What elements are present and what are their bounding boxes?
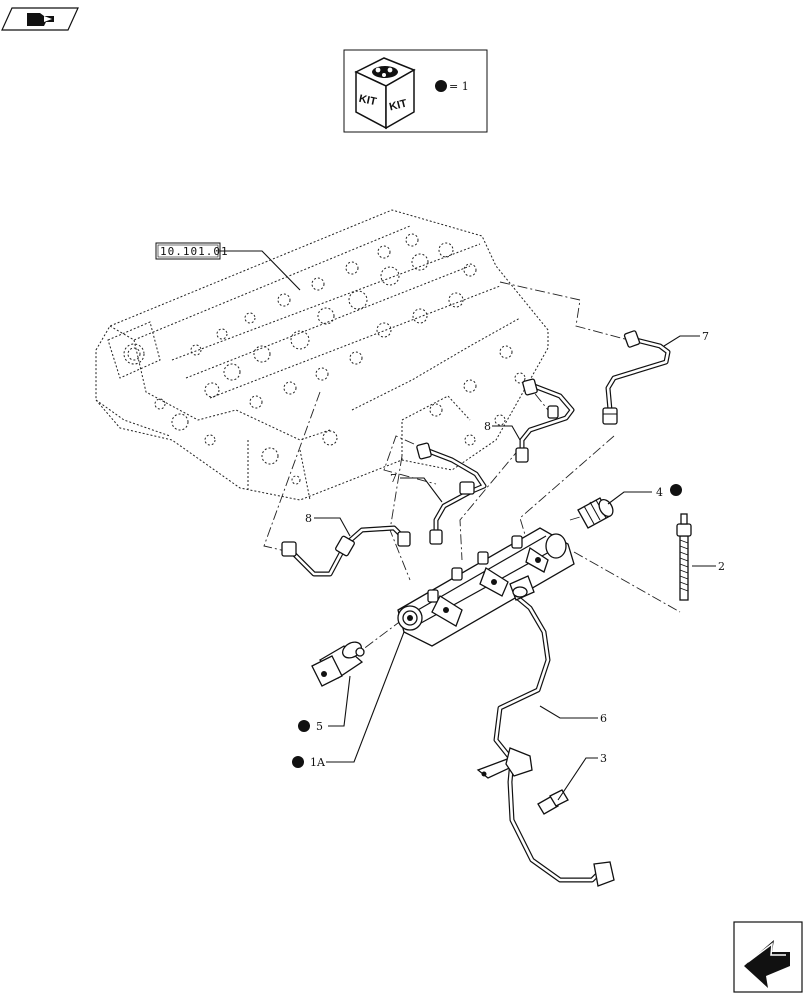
kit-legend-box: KIT KIT = 1 (343, 49, 488, 133)
book-navigation-icon[interactable] (1, 7, 79, 31)
fuel-pipe-8-left[interactable] (281, 525, 411, 577)
callout-8-top[interactable]: 8 (484, 420, 491, 433)
fuel-pipe-7-top[interactable] (602, 330, 671, 425)
callout-2[interactable]: 2 (718, 560, 725, 573)
pressure-valve-4[interactable] (577, 497, 616, 529)
fuel-pipe-7-mid[interactable] (416, 442, 487, 545)
reference-label-text: 10.101.01 (160, 245, 229, 258)
stud-bolt-2[interactable] (676, 513, 692, 601)
reference-label-box[interactable]: 10.101.01 (155, 242, 229, 260)
kit-bullet-icon-5 (298, 720, 310, 732)
callout-3[interactable]: 3 (600, 752, 607, 765)
fuel-pipe-6[interactable] (493, 575, 615, 887)
cylinder-head-outline (95, 209, 549, 501)
kit-bullet-icon-1a (292, 756, 304, 768)
callout-4[interactable]: 4 (656, 486, 663, 499)
leader-lines (314, 335, 716, 801)
pipe-clamp[interactable] (476, 747, 533, 779)
next-page-arrow-icon[interactable] (733, 921, 803, 993)
callout-8-left[interactable]: 8 (305, 512, 312, 525)
callout-7-top[interactable]: 7 (702, 330, 709, 343)
bolt-3[interactable] (537, 789, 569, 815)
kit-text-right: KIT (388, 97, 408, 113)
kit-bullet-icon (435, 80, 447, 92)
fuel-pipe-8-top[interactable] (515, 378, 575, 463)
reference-leader-line (220, 250, 301, 291)
callout-5[interactable]: 5 (316, 720, 323, 733)
kit-legend-text: = 1 (449, 80, 469, 93)
kit-text-left: KIT (358, 93, 378, 108)
callout-1a[interactable]: 1A (310, 756, 326, 769)
pressure-sensor-5[interactable] (311, 639, 365, 687)
callout-7-mid[interactable]: 7 (390, 472, 397, 485)
kit-box-icon: KIT KIT (354, 57, 416, 130)
kit-bullet-icon-4 (670, 484, 682, 496)
common-rail[interactable] (397, 527, 575, 647)
callout-6[interactable]: 6 (600, 712, 607, 725)
